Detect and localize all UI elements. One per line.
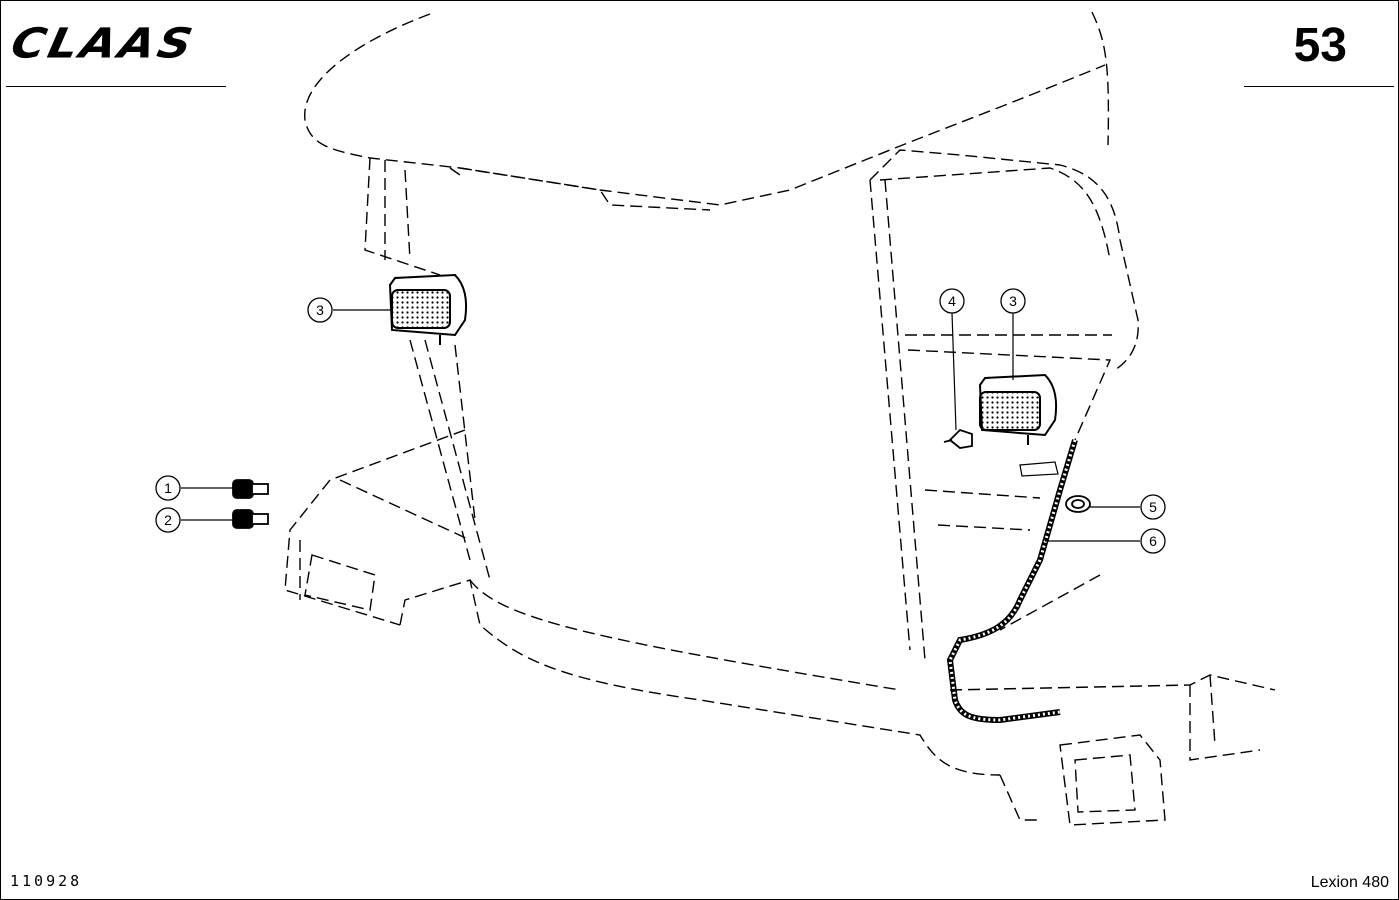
bulbs-left [232, 479, 269, 529]
svg-text:3: 3 [1009, 293, 1017, 309]
work-light-left [388, 273, 468, 345]
callout-6: 6 [1140, 528, 1166, 554]
callout-3-right: 3 [1000, 288, 1026, 314]
svg-text:3: 3 [316, 302, 324, 318]
machine-outline [284, 11, 1276, 826]
svg-text:4: 4 [948, 293, 956, 309]
work-light-right [978, 373, 1059, 477]
bulb-part [943, 428, 973, 449]
svg-text:6: 6 [1149, 533, 1157, 549]
svg-text:2: 2 [164, 512, 172, 528]
model-name: Lexion 480 [1310, 874, 1389, 891]
header-rule-right [1244, 86, 1394, 87]
svg-text:5: 5 [1149, 499, 1157, 515]
callout-4: 4 [939, 288, 965, 314]
callout-3-left: 3 [307, 297, 333, 323]
grommet-part [1065, 495, 1091, 513]
header-rule-left [6, 86, 226, 87]
cable-harness [946, 439, 1078, 724]
leader-lines [181, 309, 1140, 542]
svg-text:1: 1 [164, 480, 172, 496]
page-number: 53 [1293, 19, 1347, 72]
callout-5: 5 [1140, 494, 1166, 520]
callout-1: 1 [155, 475, 181, 501]
drawing-number: 110928 [10, 872, 83, 890]
callout-2: 2 [155, 507, 181, 533]
